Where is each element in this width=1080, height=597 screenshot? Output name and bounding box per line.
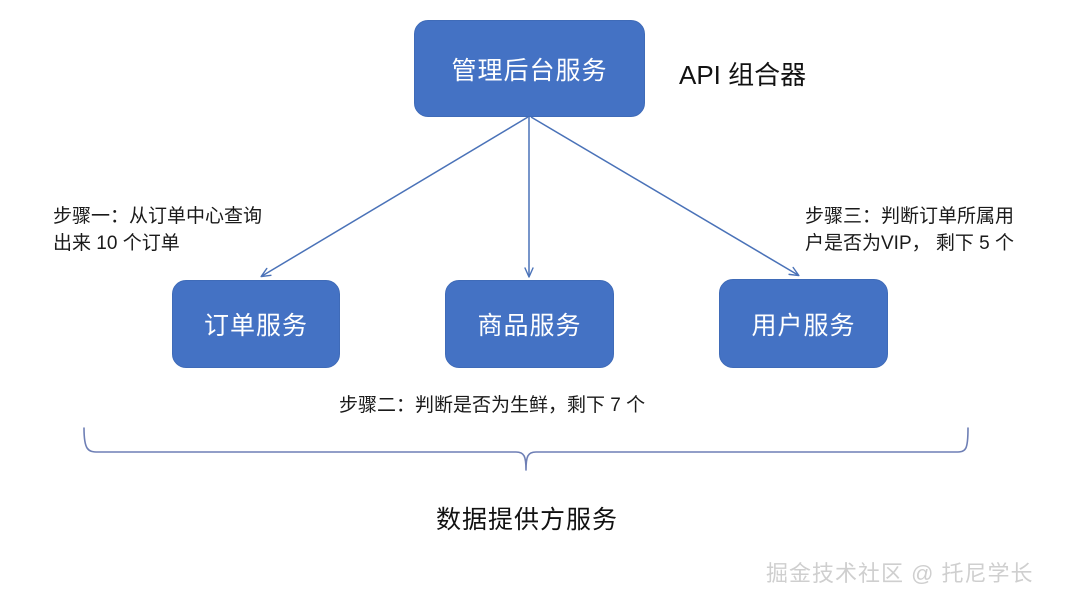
node-label: 订单服务	[203, 312, 308, 340]
node-label: 管理后台服务	[451, 56, 608, 85]
node-label: 用户服务	[751, 311, 856, 340]
watermark: 掘金技术社区 @ 托尼学长	[766, 561, 1034, 586]
step-one-caption: 步骤一：从订单中心查询 出来 10 个订单	[53, 206, 263, 254]
node-label: 商品服务	[477, 312, 582, 340]
api-composer-label: API 组合器	[679, 60, 807, 90]
node-order-service[interactable]: 订单服务	[172, 280, 340, 368]
data-provider-group-label: 数据提供方服务	[435, 506, 618, 534]
node-user-service[interactable]: 用户服务	[719, 279, 888, 368]
step-two-caption: 步骤二：判断是否为生鲜，剩下 7 个	[339, 395, 646, 416]
node-product-service[interactable]: 商品服务	[445, 280, 614, 368]
step-three-caption: 步骤三：判断订单所属用 户是否为VIP， 剩下 5 个	[805, 206, 1015, 254]
group-brace	[83, 427, 969, 471]
node-admin-backend-service[interactable]: 管理后台服务	[414, 20, 645, 117]
connector-root-to-user	[530, 116, 800, 277]
